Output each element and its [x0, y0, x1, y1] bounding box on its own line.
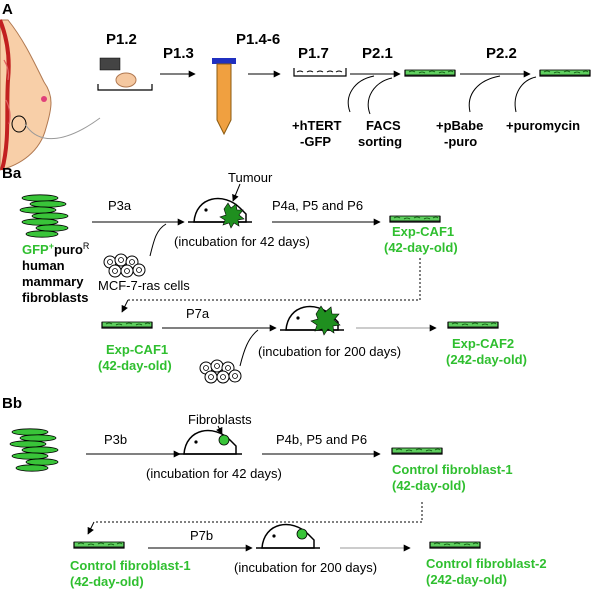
- step-p7a: P7a: [186, 306, 210, 321]
- dish-control-2: [429, 541, 481, 549]
- mouse-bb-2: [255, 523, 321, 549]
- breast-illustration: [0, 19, 101, 171]
- panel-label-ba: Ba: [2, 165, 22, 182]
- cells-line-1: human: [22, 258, 65, 273]
- dish-p2-1: [404, 69, 456, 77]
- exp-caf1-age: (42-day-old): [384, 240, 458, 255]
- mouse-bb-1: [177, 429, 243, 455]
- gfp-puro-label: GFP+puroR: [22, 241, 90, 257]
- tumour-icon: [219, 202, 245, 229]
- fibroblasts-label: Fibroblasts: [188, 412, 252, 427]
- dish-exp-caf1-b: [101, 321, 153, 329]
- step-p1-3: P1.3: [163, 45, 194, 62]
- note-pbabe-2: -puro: [444, 134, 477, 149]
- incubation-200-bb: (incubation for 200 days): [234, 560, 377, 575]
- control-1b-label: Control fibroblast-1: [70, 558, 191, 573]
- fibroblast-spot-icon: [218, 434, 230, 446]
- mcf7-label: MCF-7-ras cells: [98, 278, 190, 293]
- dish-p2-2: [539, 69, 591, 77]
- cells-line-2: mammary: [22, 274, 84, 289]
- control-2-age: (242-day-old): [426, 572, 507, 587]
- control-2-label: Control fibroblast-2: [426, 556, 547, 571]
- dish-control-1-b: [73, 541, 125, 549]
- exp-caf1b-age: (42-day-old): [98, 358, 172, 373]
- dish-control-1: [391, 447, 443, 455]
- step-p1-7: P1.7: [298, 45, 329, 62]
- incubation-42-ba: (incubation for 42 days): [174, 234, 310, 249]
- tumour-label: Tumour: [228, 170, 273, 185]
- mcf7-cells-icon-2: [199, 359, 242, 384]
- cells-line-3: fibroblasts: [22, 290, 88, 305]
- dish-p1-7: [293, 68, 347, 77]
- note-htert-2: -GFP: [300, 134, 331, 149]
- step-p3a: P3a: [108, 198, 132, 213]
- note-facs-1: FACS: [366, 118, 401, 133]
- exp-caf1b-label: Exp-CAF1: [106, 342, 168, 357]
- dish-exp-caf1: [389, 215, 441, 223]
- note-facs-2: sorting: [358, 134, 402, 149]
- control-1b-age: (42-day-old): [70, 574, 144, 589]
- exp-caf2-age: (242-day-old): [446, 352, 527, 367]
- step-p2-2: P2.2: [486, 45, 517, 62]
- note-puromycin: +puromycin: [506, 118, 580, 133]
- exp-caf2-label: Exp-CAF2: [452, 336, 514, 351]
- tissue-dish: [97, 57, 153, 91]
- step-p1-2: P1.2: [106, 31, 137, 48]
- incubation-200-ba: (incubation for 200 days): [258, 344, 401, 359]
- dish-exp-caf2: [447, 321, 499, 329]
- control-1-label: Control fibroblast-1: [392, 462, 513, 477]
- step-p4b: P4b, P5 and P6: [276, 432, 367, 447]
- note-htert-1: +hTERT: [292, 118, 342, 133]
- control-1-age: (42-day-old): [392, 478, 466, 493]
- step-p4a: P4a, P5 and P6: [272, 198, 363, 213]
- panel-label-a: A: [2, 1, 13, 18]
- mcf7-cells-icon: [103, 253, 146, 278]
- step-p3b: P3b: [104, 432, 127, 447]
- incubation-42-bb: (incubation for 42 days): [146, 466, 282, 481]
- fibroblast-spot-icon-2: [296, 528, 308, 540]
- exp-caf1-label: Exp-CAF1: [392, 224, 454, 239]
- step-p1-4-6: P1.4-6: [236, 31, 280, 48]
- centrifuge-tube: [212, 58, 236, 136]
- step-p2-1: P2.1: [362, 45, 393, 62]
- tumour-icon-2: [310, 305, 341, 336]
- fibroblast-cells-icon: [19, 194, 69, 238]
- step-p7b: P7b: [190, 528, 213, 543]
- fibroblast-cells-icon-bb: [9, 428, 59, 472]
- note-pbabe-1: +pBabe: [436, 118, 483, 133]
- panel-label-bb: Bb: [2, 395, 22, 412]
